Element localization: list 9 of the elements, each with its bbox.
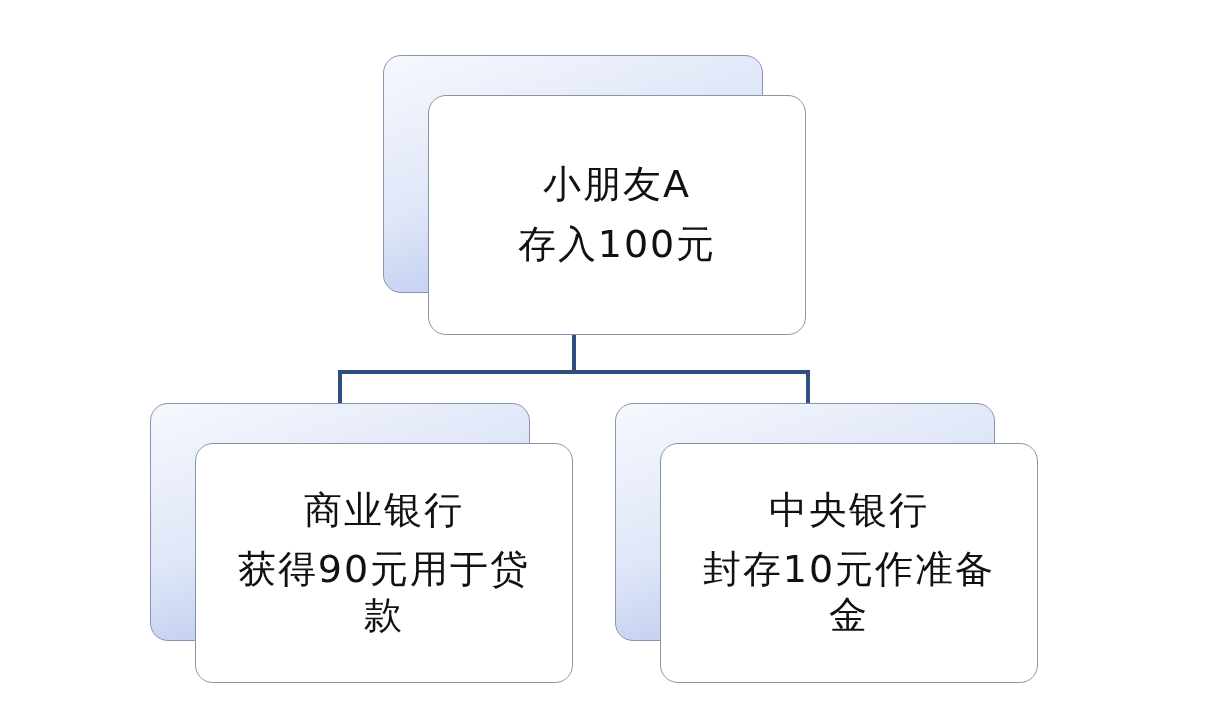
card-title: 商业银行 xyxy=(304,487,464,534)
card-title: 小朋友A xyxy=(543,162,691,208)
card-text: 获得90元用于贷款 xyxy=(236,547,532,639)
stacked-card xyxy=(615,403,1038,683)
stacked-card xyxy=(383,55,806,335)
stacked-card xyxy=(150,403,573,683)
card-title: 中央银行 xyxy=(769,487,929,534)
card-text: 存入100元 xyxy=(517,222,717,268)
card-text: 封存10元作准备金 xyxy=(701,547,997,639)
